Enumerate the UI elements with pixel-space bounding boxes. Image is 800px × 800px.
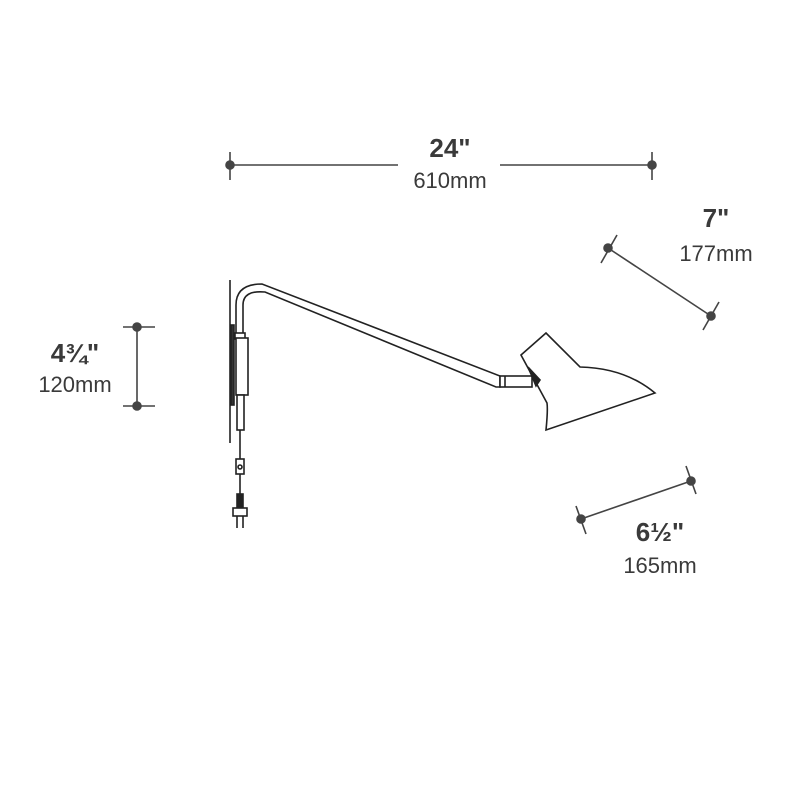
shade-hinge [527,366,542,388]
swing-arm [235,283,501,388]
backplate [230,324,235,406]
shade-height-dimension-line [600,234,720,331]
shade-height-mm-label: 177mm [679,241,753,266]
shade-height-inches-label: 7" [702,203,730,233]
cord-sleeve [236,394,245,431]
width-dimension-line [225,152,657,180]
shade-diameter-mm-label: 165mm [623,553,697,578]
dimension-lines [123,152,720,535]
switch-button [237,464,243,470]
backplate-dimension-line [123,322,155,411]
width-mm-label: 610mm [413,168,487,193]
shade-diameter-dimension-line [575,465,697,535]
width-inches-label: 24" [429,133,471,163]
plug-head [232,507,248,517]
plug-body [236,493,244,509]
canopy [235,337,249,396]
backplate-inches-label: 4¾" [50,338,100,368]
lamp-drawing [229,280,657,528]
arm-coupler [499,375,533,388]
shade-diameter-inches-label: 6½" [635,517,685,547]
lamp-shade [519,331,657,432]
backplate-mm-label: 120mm [38,372,112,397]
